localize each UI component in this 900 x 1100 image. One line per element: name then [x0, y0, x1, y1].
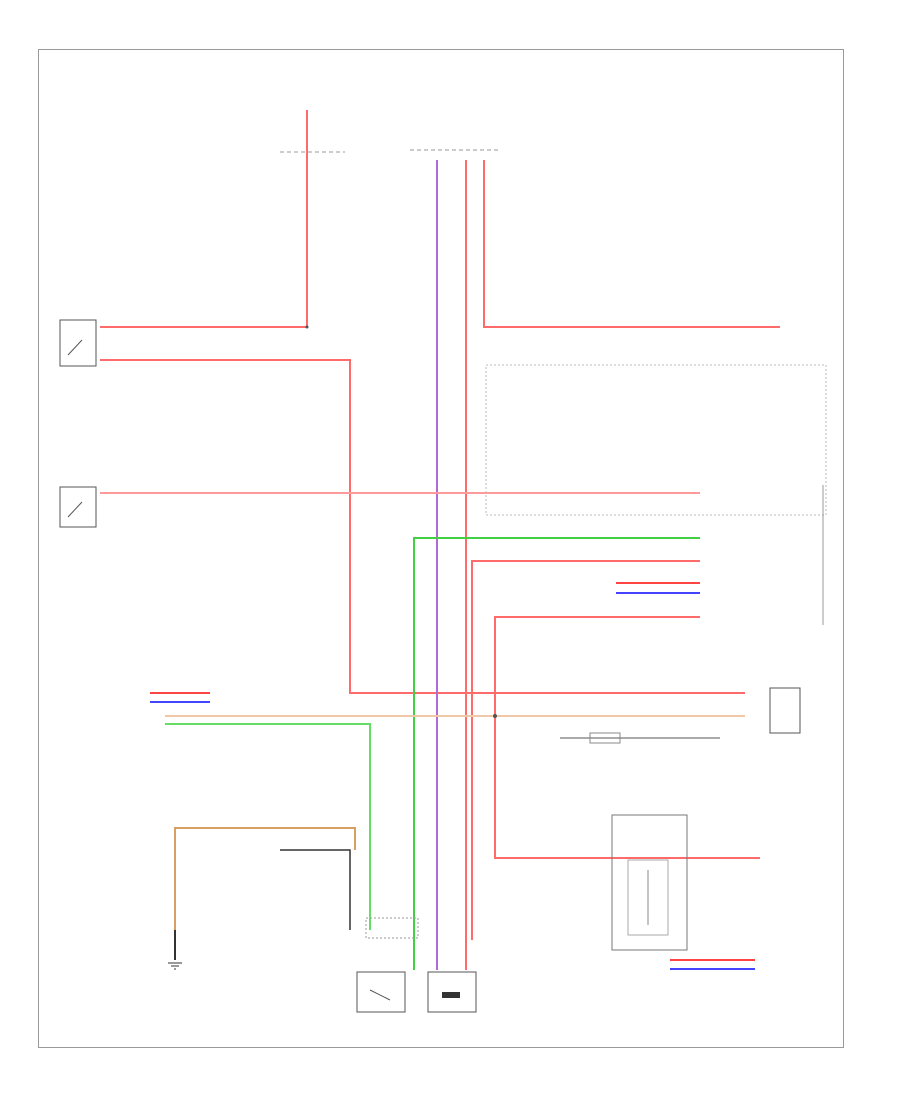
relay-inner — [627, 859, 669, 936]
shift-lock-solenoid — [427, 971, 477, 1013]
brake-switch — [59, 486, 97, 528]
diagram-frame — [38, 49, 844, 1048]
wire-green-lower — [165, 723, 371, 930]
fuse — [589, 732, 621, 744]
wire-red-right-feed — [483, 160, 780, 328]
wire-red-left-feed — [100, 110, 308, 328]
wire-black-park — [280, 849, 351, 930]
solenoid-coil — [442, 992, 460, 998]
park-position-switch — [356, 971, 406, 1013]
wire-red-shift-lock — [471, 560, 700, 940]
stop-lamp-switch — [59, 319, 97, 367]
brake-switch-contact — [67, 501, 83, 518]
ground-icon — [168, 962, 182, 970]
wire-red-stoplamp-signal — [494, 616, 760, 859]
shift-lever-connector — [365, 917, 419, 939]
park-switch-contact — [369, 989, 391, 1001]
splice-dot — [305, 325, 309, 329]
tcm-relay-box — [611, 814, 688, 951]
wire-red-stop-out — [100, 359, 745, 694]
stop-lamp-switch-right — [769, 687, 801, 734]
wire-green-p-position — [413, 537, 700, 970]
splice-dot — [493, 714, 497, 718]
shift-lock-control-unit — [485, 364, 827, 516]
stop-lamp-switch-contact — [67, 339, 83, 356]
wire-orange-lower-left — [174, 827, 356, 930]
